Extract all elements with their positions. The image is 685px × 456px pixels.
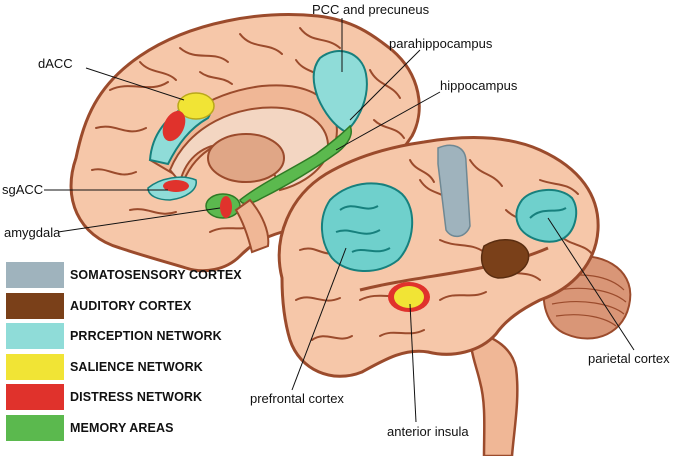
legend-swatch — [6, 384, 64, 410]
somatosensory-region — [437, 144, 471, 238]
legend-swatch — [6, 414, 64, 441]
label-sgacc: sgACC — [2, 182, 44, 197]
parahippocampus-leader — [349, 49, 421, 121]
label-parietal-cortex: parietal cortex — [588, 351, 670, 366]
legend-item-memory: MEMORY AREAS — [6, 414, 276, 446]
lateral-brain-view — [277, 136, 632, 456]
sgacc-distress-region — [163, 180, 189, 192]
legend-swatch — [6, 323, 64, 349]
hippocampus-memory-region — [239, 124, 352, 205]
dacc-distress-region — [162, 110, 186, 142]
parietal-perception-region — [515, 189, 578, 243]
amygdala-distress-region — [220, 196, 232, 218]
prefrontal-leader — [291, 247, 347, 391]
parietal-leader — [547, 217, 635, 351]
medial-brainstem — [234, 198, 270, 254]
label-amygdala: amygdala — [4, 225, 61, 240]
insula-salience-region — [394, 286, 424, 308]
legend-item-auditory: AUDITORY CORTEX — [6, 292, 276, 324]
thalamus — [207, 133, 285, 183]
medial-brain-view — [69, 13, 421, 273]
label-pcc-precuneus: PCC and precuneus — [312, 2, 430, 17]
legend-item-somatosensory: SOMATOSENSORY CORTEX — [6, 262, 276, 293]
legend-label: DISTRESS NETWORK — [70, 390, 203, 404]
hippocampus-leader — [335, 91, 441, 151]
legend-swatch — [6, 353, 64, 380]
legend-label: AUDITORY CORTEX — [70, 298, 192, 313]
label-anterior-insula: anterior insula — [387, 424, 469, 439]
insula-leader — [409, 303, 417, 423]
legend-swatch — [6, 262, 64, 288]
dacc-salience-region — [177, 92, 215, 120]
legend-label: SOMATOSENSORY CORTEX — [70, 268, 242, 282]
parietal-gyri-line — [529, 207, 567, 219]
legend-label: MEMORY AREAS — [70, 420, 174, 435]
label-parahippocampus: parahippocampus — [389, 36, 493, 51]
legend-label: SALIENCE NETWORK — [70, 359, 203, 374]
legend: SOMATOSENSORY CORTEX AUDITORY CORTEX PRR… — [6, 262, 276, 445]
dacc-leader — [85, 67, 185, 101]
prefrontal-perception-region — [320, 182, 414, 273]
legend-item-perception: PRRCEPTION NETWORK — [6, 323, 276, 354]
legend-item-salience: SALIENCE NETWORK — [6, 353, 276, 385]
prefrontal-gyri-lines — [335, 205, 391, 253]
label-prefrontal-cortex: prefrontal cortex — [250, 391, 344, 406]
label-hippocampus: hippocampus — [440, 78, 518, 93]
legend-item-distress: DISTRESS NETWORK — [6, 384, 276, 415]
legend-label: PRRCEPTION NETWORK — [70, 329, 222, 343]
leader-lines — [44, 18, 635, 423]
auditory-region — [480, 239, 530, 279]
label-dacc: dACC — [38, 56, 73, 71]
legend-swatch — [6, 292, 64, 319]
amygdala-leader — [57, 207, 221, 233]
